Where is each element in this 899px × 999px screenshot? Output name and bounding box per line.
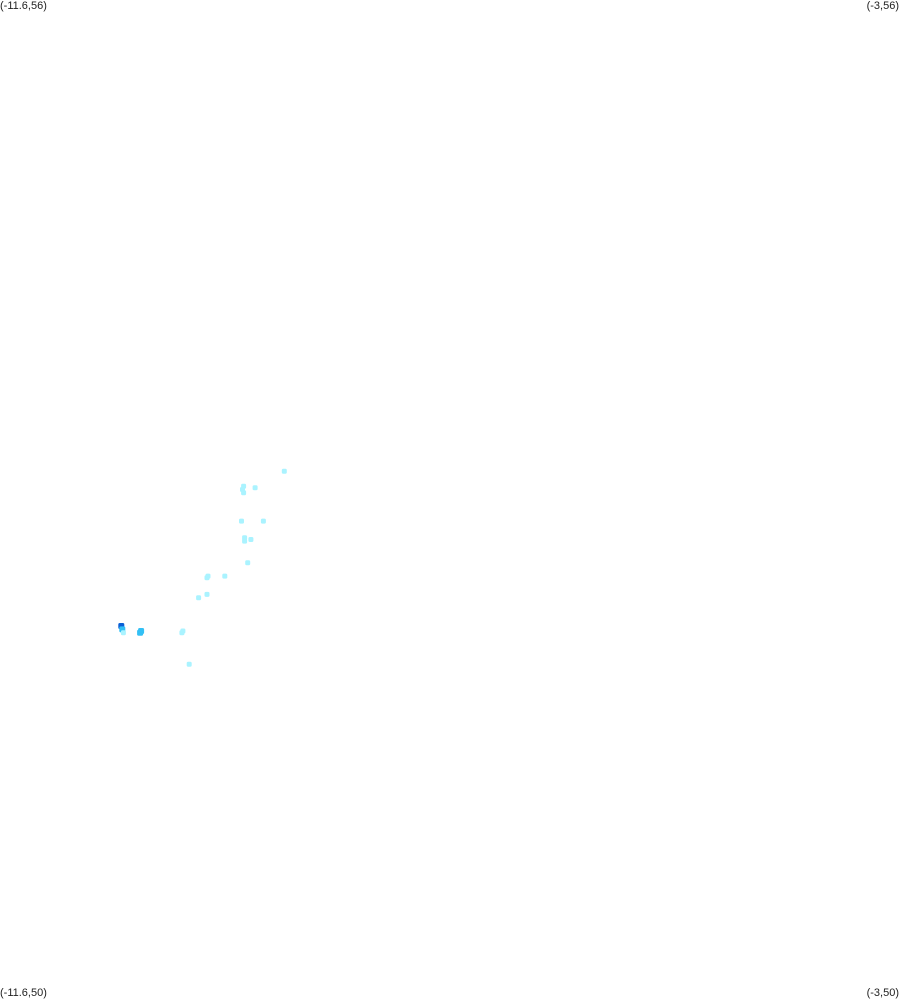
- data-point-3: [241, 490, 247, 496]
- corner-label-top-left: (-11.6,56): [0, 0, 47, 12]
- data-point-18: [186, 661, 192, 667]
- data-point-15: [204, 591, 210, 597]
- corner-label-bottom-right: (-3,50): [866, 987, 899, 999]
- data-point-5: [260, 518, 266, 524]
- corner-label-top-right: (-3,56): [866, 0, 899, 12]
- data-point-0: [281, 468, 287, 474]
- data-point-4: [252, 485, 258, 491]
- data-point-23: [120, 630, 126, 636]
- data-point-13: [222, 573, 228, 579]
- data-point-17: [179, 630, 185, 636]
- data-point-8: [242, 538, 248, 544]
- data-point-14: [196, 595, 202, 601]
- data-point-20: [137, 629, 144, 636]
- data-point-6: [239, 518, 244, 524]
- corner-label-bottom-left: (-11.6,50): [0, 987, 47, 999]
- data-point-10: [245, 560, 251, 566]
- data-point-9: [248, 537, 254, 542]
- data-point-12: [204, 575, 210, 581]
